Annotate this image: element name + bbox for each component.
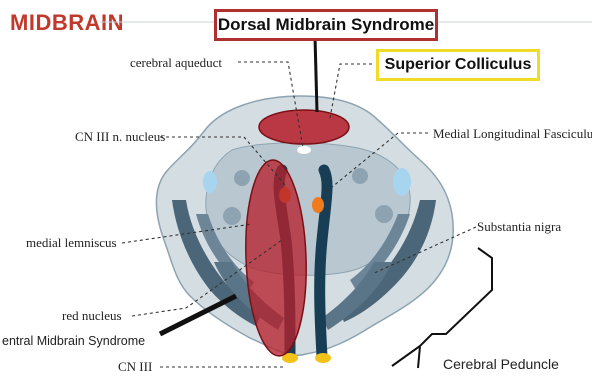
label-cn3: CN III: [118, 359, 152, 375]
tegmentum-spot-3: [375, 205, 393, 223]
label-mlf: Medial Longitudinal Fasciculu: [433, 126, 592, 142]
label-cerebral-peduncle: Cerebral Peduncle: [443, 356, 559, 372]
cn3-tip-right: [315, 353, 331, 363]
label-medial-lemniscus: medial lemniscus: [26, 235, 117, 251]
dorsal-lesion: [259, 110, 349, 144]
dorsal-pointer: [315, 37, 317, 112]
cn3-nucleus-right: [312, 197, 324, 213]
tegmentum-spot-1: [234, 170, 250, 186]
label-cerebral-aqueduct: cerebral aqueduct: [130, 55, 222, 71]
cerebral-aqueduct-shape: [297, 146, 311, 154]
lateral-nucleus-left: [203, 171, 217, 193]
dorsal-syndrome-box: Dorsal Midbrain Syndrome: [214, 9, 438, 41]
label-ventral-syndrome: entral Midbrain Syndrome: [2, 334, 145, 348]
label-red-nucleus: red nucleus: [62, 308, 122, 324]
peduncle-bracket-lower: [418, 346, 420, 368]
tegmentum-spot-4: [223, 207, 241, 225]
tegmentum-spot-2: [352, 168, 368, 184]
lateral-nucleus-right: [393, 168, 411, 196]
label-cn3-nucleus: CN III n. nucleus: [75, 129, 165, 145]
label-substantia-nigra: Substantia nigra: [477, 219, 561, 235]
superior-colliculus-box: Superior Colliculus: [376, 49, 540, 81]
